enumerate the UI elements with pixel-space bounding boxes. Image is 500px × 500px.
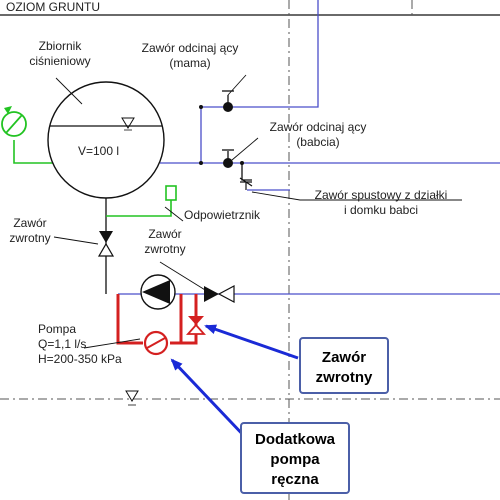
callout-hand-pump-line1: Dodatkowa	[255, 431, 336, 448]
callout-hand-pump-line3: ręczna	[271, 471, 319, 488]
valve-mama-label-line2: (mama)	[169, 56, 210, 70]
check-valve-1-label-line2: zwrotny	[9, 231, 50, 245]
vent-label: Odpowietrznik	[184, 208, 261, 222]
drain-valve-label-line2: i domku babci	[344, 203, 418, 217]
valve-mama-label-line1: Zawór odcinaj ący	[142, 41, 239, 55]
callout-hand-pump-line2: pompa	[270, 451, 320, 468]
green-lines	[13, 140, 172, 217]
arrow-to-hand-pump	[170, 358, 250, 442]
pump-label-line2: Q=1,1 l/s	[38, 337, 86, 351]
callout-check-valve: Zawór zwrotny	[299, 337, 389, 394]
check-valve-1-label-line1: Zawór	[13, 216, 46, 230]
ground-level-label: OZIOM GRUNTU	[6, 0, 100, 14]
check-valve-2-label-line2: zwrotny	[144, 242, 185, 256]
pressure-tank: V=100 l	[47, 81, 165, 199]
arrow-to-check-valve	[204, 324, 299, 360]
tank-volume: V=100 l	[78, 144, 119, 158]
check-valve-2-label-line1: Zawór	[148, 227, 181, 241]
pressure-gauge-icon	[1, 106, 27, 137]
callout-hand-pump: Dodatkowa pompa ręczna	[240, 422, 350, 494]
vent-icon	[165, 185, 177, 201]
vent-line	[106, 200, 172, 217]
red-check-valve-icon	[185, 316, 207, 335]
callout-check-valve-line1: Zawór	[322, 349, 366, 366]
callout-arrows	[170, 324, 299, 442]
hand-pump-addition	[116, 294, 198, 345]
ground-level: OZIOM GRUNTU	[0, 0, 500, 16]
tank-label-line1: Zbiornik	[39, 39, 83, 53]
valve-babcia-label-line1: Zawór odcinaj ący	[270, 120, 367, 134]
pressure-gauge-line	[13, 140, 56, 164]
drain-valve-label-line1: Zawór spustowy z działki	[315, 188, 448, 202]
pipe-drain-stub	[241, 163, 252, 181]
pump-label-line3: H=200-350 kPa	[38, 352, 122, 366]
pipe-mama	[200, 0, 319, 163]
check-valve-1-icon	[97, 231, 115, 257]
tank-label-line2: ciśnieniowy	[29, 54, 90, 68]
valve-babcia-icon	[199, 149, 234, 168]
leader-lines	[53, 74, 462, 349]
valve-babcia-label-line2: (babcia)	[296, 135, 339, 149]
check-valve-2-icon	[204, 285, 235, 303]
main-pump-icon	[140, 274, 176, 310]
pump-label-line1: Pompa	[38, 322, 76, 336]
level-marker-icon	[125, 390, 139, 406]
hand-pump-icon	[143, 330, 169, 356]
drain-valve-icon	[239, 161, 253, 190]
water-level-icon	[121, 117, 135, 129]
callout-check-valve-line2: zwrotny	[316, 369, 373, 386]
